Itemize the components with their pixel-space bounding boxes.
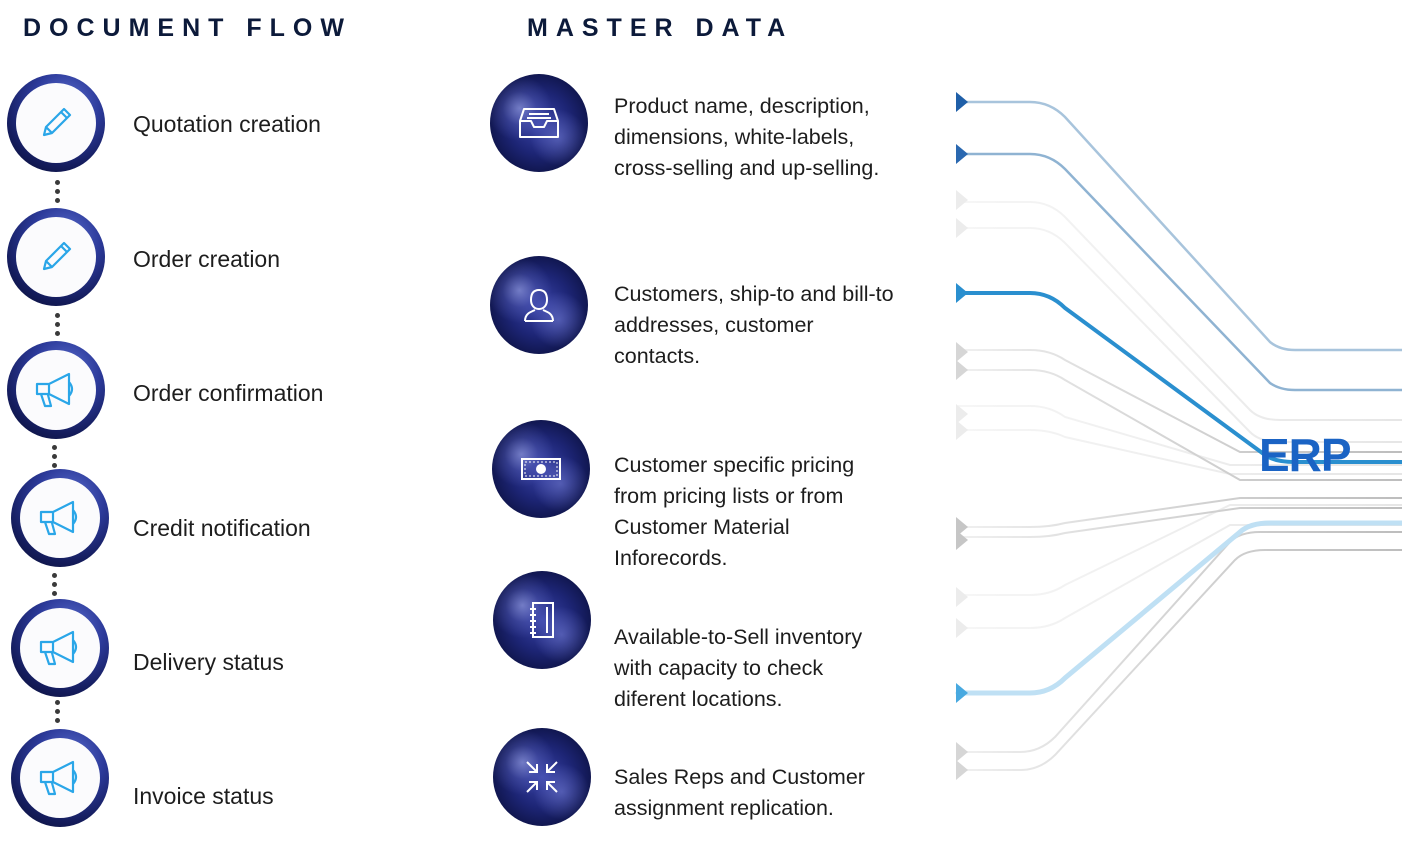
master-data-circle <box>492 420 590 518</box>
megaphone-icon <box>39 630 78 666</box>
master-data-circle <box>493 571 591 669</box>
doc-flow-circle <box>11 729 109 827</box>
master-data-text: Sales Reps and Customer assignment repli… <box>614 765 865 820</box>
erp-label: ERP <box>1259 429 1352 481</box>
doc-flow-circle <box>11 469 109 567</box>
connector-dots <box>55 180 61 207</box>
erp-flow-lines <box>955 92 1402 780</box>
megaphone-icon <box>39 500 78 536</box>
doc-flow-label: Invoice status <box>133 783 274 809</box>
pencil-icon <box>42 107 72 137</box>
notebook-icon <box>530 602 554 638</box>
doc-flow-circle <box>7 341 105 439</box>
user-icon <box>524 289 554 322</box>
doc-flow-circle <box>11 599 109 697</box>
doc-flow-label: Order creation <box>133 246 281 272</box>
arrows-inward-icon <box>526 761 558 793</box>
connector-dots <box>52 445 58 472</box>
doc-flow-circle <box>7 208 105 306</box>
doc-flow-label: Credit notification <box>133 515 311 541</box>
master-data-text: Customer specific pricing from pricing l… <box>614 453 855 570</box>
doc-flow-circle <box>7 74 105 172</box>
doc-flow-label: Quotation creation <box>133 111 321 137</box>
megaphone-icon <box>35 372 74 408</box>
inbox-tray-icon <box>519 108 559 138</box>
master-data-text: Product name, description, dimensions, w… <box>614 94 880 180</box>
master-data-circle <box>493 728 591 826</box>
master-data-circle <box>490 74 588 172</box>
connector-dots <box>55 313 61 340</box>
document-flow-heading: DOCUMENT FLOW <box>23 14 352 42</box>
master-data-text: Customers, ship-to and bill-to addresses… <box>614 282 894 368</box>
master-data-text: Available-to-Sell inventory with capacit… <box>614 625 863 711</box>
connector-dots <box>52 573 58 600</box>
banknote-icon <box>521 458 561 480</box>
megaphone-icon <box>39 760 78 796</box>
doc-flow-label: Order confirmation <box>133 380 324 406</box>
master-data-circle <box>490 256 588 354</box>
doc-flow-label: Delivery status <box>133 649 284 675</box>
connector-dots <box>55 700 61 727</box>
pencil-icon <box>42 241 72 271</box>
master-data-heading: MASTER DATA <box>527 14 794 42</box>
